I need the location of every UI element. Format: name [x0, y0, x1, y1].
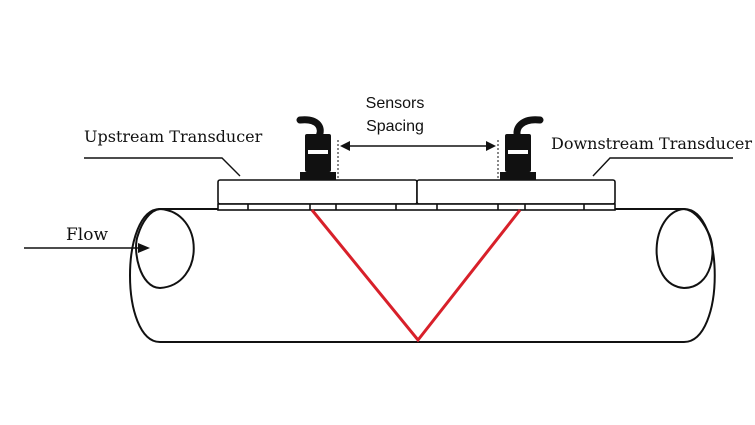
- downstream-sensor: [497, 116, 544, 180]
- rail-base: [217, 203, 616, 211]
- sensors-spacing-label-line2: Spacing: [366, 118, 424, 135]
- upstream-sensor: [296, 116, 339, 180]
- sensors-spacing-label-line1: Sensors: [366, 95, 425, 112]
- downstream-leader-line: [592, 157, 733, 177]
- pipe-right-opening: [655, 207, 714, 290]
- rail-ticks: [247, 204, 585, 210]
- rail-right: [416, 179, 616, 205]
- upstream-transducer-label: Upstream Transducer: [84, 127, 263, 146]
- pipe-left-back: [129, 208, 161, 343]
- downstream-transducer-label: Downstream Transducer: [551, 134, 752, 153]
- downstream-sensor-nut: [500, 172, 536, 180]
- pipe-left-opening: [135, 207, 195, 290]
- mounting-rail: [217, 179, 616, 211]
- pipe-right-back: [683, 208, 716, 343]
- upstream-sensor-nut: [300, 172, 336, 180]
- pipe: [129, 207, 716, 343]
- upstream-leader-line: [84, 157, 241, 177]
- ultrasonic-beam-path: [310, 209, 522, 343]
- rail-left: [217, 179, 418, 205]
- spacing-arrow: [340, 141, 496, 151]
- flow-arrow: [24, 243, 150, 253]
- flow-label: Flow: [66, 225, 108, 245]
